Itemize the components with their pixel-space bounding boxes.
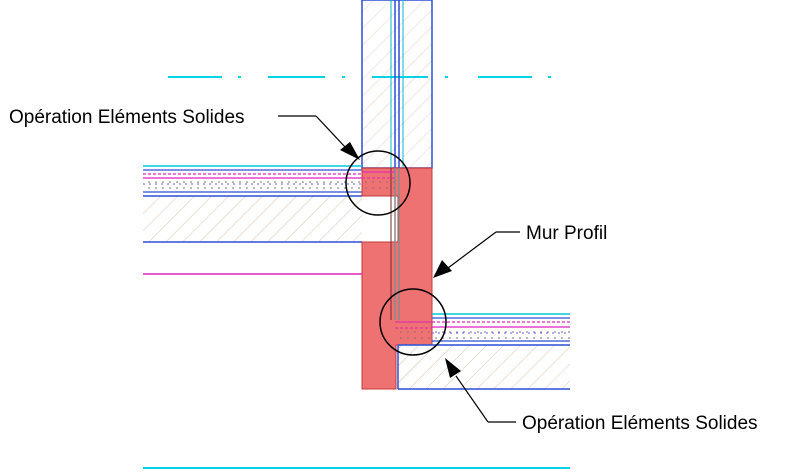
arrowhead-icon	[445, 358, 461, 378]
arrowhead-icon	[433, 260, 452, 278]
upper-wall	[361, 0, 433, 169]
leader-top-left	[278, 115, 360, 160]
annotation-mur-profil: Mur Profil	[526, 223, 607, 244]
upper-floor-slab	[143, 165, 362, 243]
arrowhead-icon	[340, 142, 360, 160]
circle-callout-icon	[345, 150, 411, 216]
annotation-solid-operation-top: Opération Eléments Solides	[9, 107, 245, 128]
circle-callout-icon	[379, 288, 447, 356]
leader-mur-profil	[433, 231, 520, 278]
leader-bottom-right	[445, 358, 516, 423]
annotation-solid-operation-bottom: Opération Eléments Solides	[522, 413, 758, 434]
